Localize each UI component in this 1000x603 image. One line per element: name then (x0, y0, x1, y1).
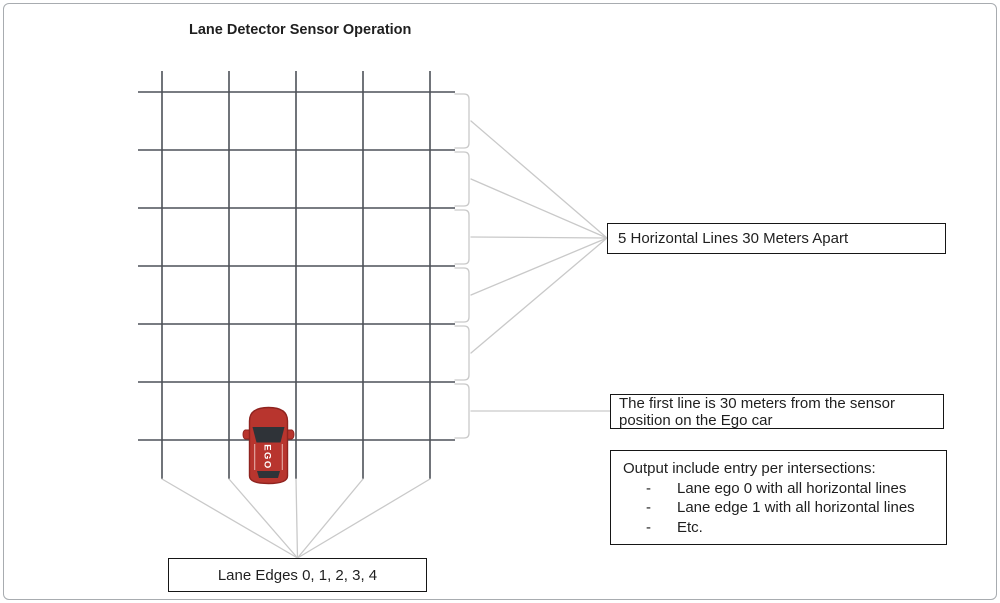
car-right-mirror-icon (286, 429, 295, 440)
horizontal-lines-callout-box: 5 Horizontal Lines 30 Meters Apart (607, 223, 946, 254)
first-line-callout-box: The first line is 30 meters from the sen… (610, 394, 944, 429)
ego-car: EGO (242, 406, 295, 485)
horizontal-lines-callout-text: 5 Horizontal Lines 30 Meters Apart (618, 230, 849, 247)
page-title: Lane Detector Sensor Operation (189, 22, 412, 38)
bullet-text: Lane ego 0 with all horizontal lines (677, 479, 907, 497)
car-body (248, 406, 289, 485)
car-label: EGO (262, 444, 273, 470)
output-note-heading: Output include entry per intersections: (623, 460, 876, 477)
output-note-item: - Lane ego 0 with all horizontal lines (623, 479, 938, 499)
spacing-brackets (454, 93, 470, 439)
bullet-marker: - (646, 518, 651, 536)
lane-edges-callout-text: Lane Edges 0, 1, 2, 3, 4 (217, 566, 378, 584)
bullet-marker: - (646, 499, 651, 516)
bullet-text: Lane edge 1 with all horizontal lines (677, 499, 915, 516)
output-note-item: - Etc. (623, 518, 938, 538)
lane-edges-callout-box: Lane Edges 0, 1, 2, 3, 4 (168, 558, 427, 592)
output-note-box: Output include entry per intersections: … (610, 450, 947, 545)
output-note-item: - Lane edge 1 with all horizontal lines (623, 498, 938, 518)
lane-edge-lines (161, 71, 431, 479)
car-left-mirror-icon (242, 429, 251, 440)
horizontal-lines-leaders (470, 120, 608, 354)
bullet-text: Etc. (677, 518, 703, 536)
car-rear-window (257, 471, 280, 478)
car-windshield (252, 427, 285, 443)
first-line-callout-text: The first line is 30 meters from the sen… (619, 395, 895, 429)
lane-edges-leaders (161, 478, 431, 559)
bullet-marker: - (646, 479, 651, 497)
